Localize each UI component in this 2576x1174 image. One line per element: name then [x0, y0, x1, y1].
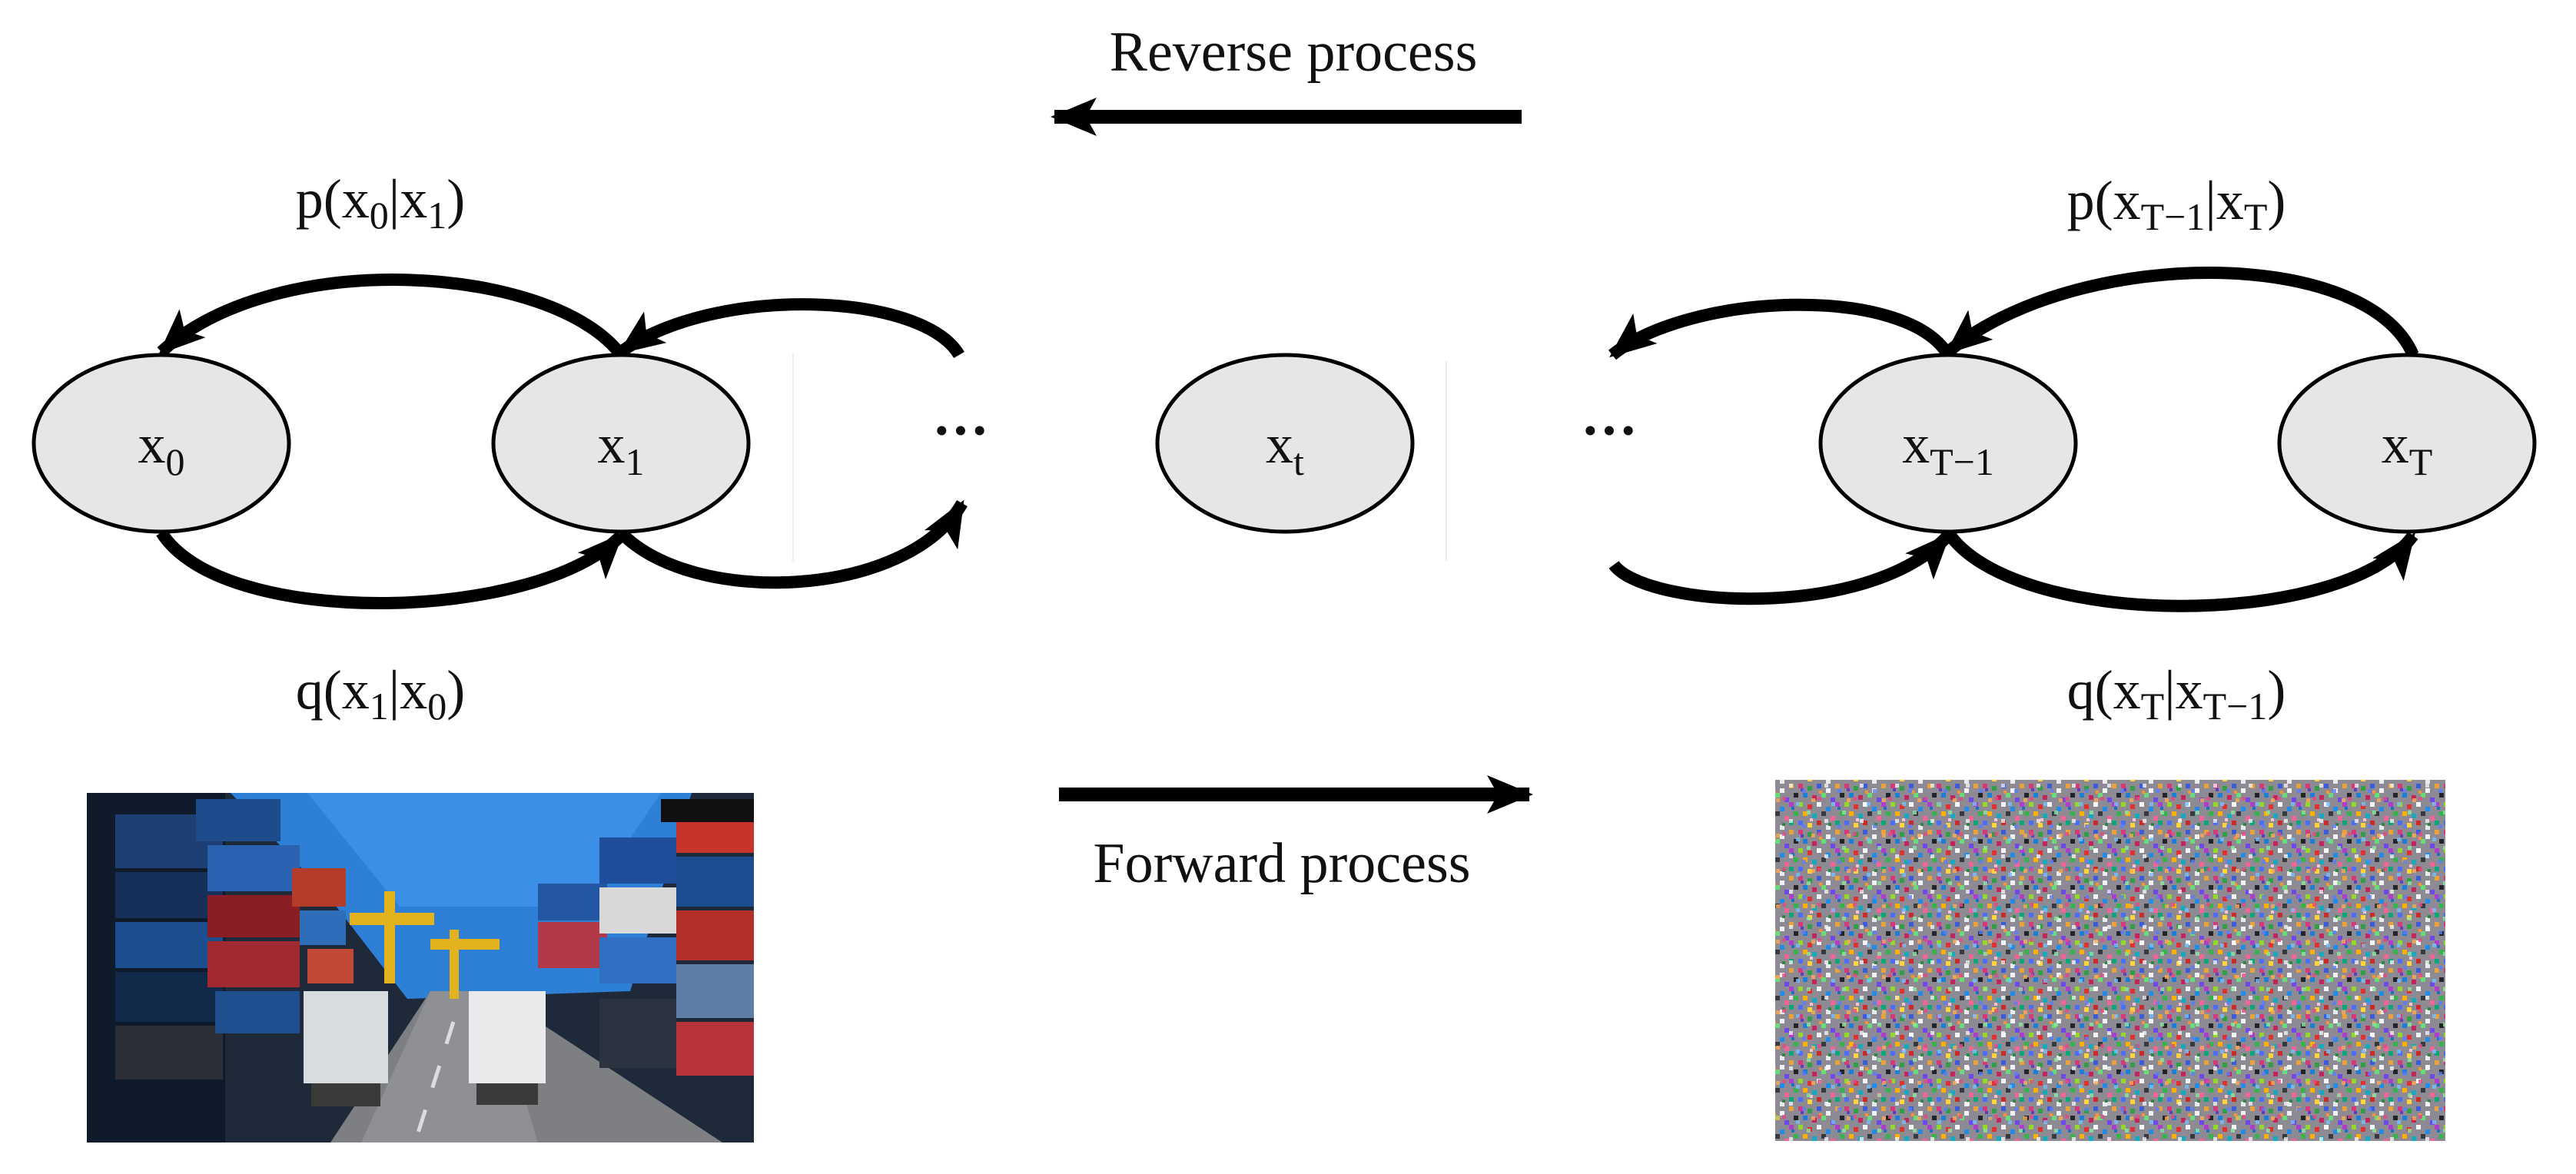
- node-xT1-sub: T−1: [1930, 440, 1994, 483]
- arc-p-x1-to-x0: [157, 274, 626, 359]
- node-xT-main: x: [2382, 413, 2409, 475]
- arc-p-xT-to-xT1: [1944, 267, 2419, 358]
- arc-q-xT1-to-xT: [1943, 529, 2418, 612]
- node-xT1-main: x: [1902, 413, 1930, 475]
- arc-p-xT1-to-dots: [1608, 298, 1954, 360]
- node-xT-sub: T: [2409, 440, 2433, 483]
- formula-p-x0-given-x1: p(x0|x1): [296, 168, 465, 237]
- node-xt-main: x: [1266, 413, 1293, 475]
- arc-q-x1-to-dots: [616, 499, 968, 589]
- ellipsis-left: ···: [932, 400, 989, 463]
- svg-text:xT−1: xT−1: [1902, 413, 1994, 483]
- container-port-image: [87, 793, 754, 1142]
- arc-q-x0-to-x1: [156, 529, 626, 609]
- node-x1: x1: [491, 353, 751, 534]
- formula-q-x1-given-x0: q(x1|x0): [296, 659, 465, 728]
- svg-text:xt: xt: [1266, 413, 1304, 483]
- node-xT-minus-1: xT−1: [1818, 353, 2078, 534]
- reverse-process-label: Reverse process: [1110, 21, 1478, 84]
- node-x0: x0: [32, 353, 291, 534]
- node-x1-main: x: [598, 413, 626, 475]
- node-xt: xt: [1155, 353, 1415, 534]
- node-x1-sub: 1: [626, 440, 645, 483]
- node-x0-main: x: [138, 413, 166, 475]
- node-xt-sub: t: [1293, 440, 1304, 483]
- svg-text:xT: xT: [2382, 413, 2433, 483]
- arc-q-dots-to-xT1: [1608, 531, 1953, 605]
- ellipsis-right: ···: [1581, 400, 1638, 463]
- node-x0-sub: 0: [166, 440, 185, 483]
- formula-p-xT1-given-xT: p(xT−1|xT): [2067, 170, 2286, 238]
- formula-q-xT-given-xT1: q(xT|xT−1): [2067, 659, 2286, 728]
- node-xT: xT: [2277, 353, 2537, 534]
- arc-p-dots-to-x1: [617, 298, 964, 359]
- forward-process-label: Forward process: [1093, 832, 1470, 895]
- svg-text:x0: x0: [138, 413, 185, 483]
- svg-text:x1: x1: [598, 413, 645, 483]
- gaussian-noise-image: [1775, 780, 2445, 1141]
